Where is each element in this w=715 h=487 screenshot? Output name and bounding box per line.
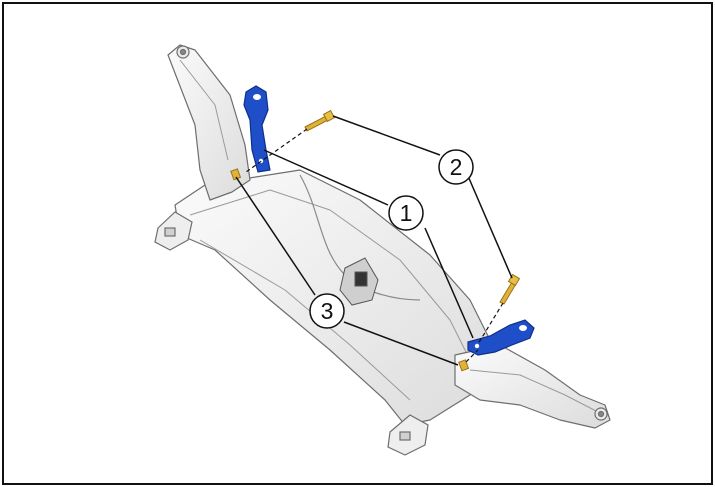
subframe-mount-right bbox=[387, 414, 429, 456]
subframe-right-arm bbox=[454, 344, 611, 429]
bolt-lower-long bbox=[499, 273, 521, 305]
bracket-left bbox=[243, 85, 271, 173]
subframe-left-arm bbox=[167, 44, 251, 201]
bolt-upper-long bbox=[304, 109, 336, 132]
bolt-lower-short bbox=[458, 359, 470, 372]
callout-2-label: 2 bbox=[450, 154, 463, 180]
callout-1-label: 1 bbox=[400, 200, 413, 226]
callout-1: 1 bbox=[388, 195, 424, 231]
alignment-dashes bbox=[245, 128, 504, 363]
subframe-center-bracket bbox=[339, 257, 379, 306]
callout-3: 3 bbox=[309, 293, 345, 329]
leader-lines bbox=[235, 115, 513, 366]
callout-3-label: 3 bbox=[321, 298, 334, 324]
bracket-right bbox=[467, 319, 535, 356]
subframe-mount-left bbox=[154, 211, 193, 251]
callout-2: 2 bbox=[438, 149, 474, 185]
